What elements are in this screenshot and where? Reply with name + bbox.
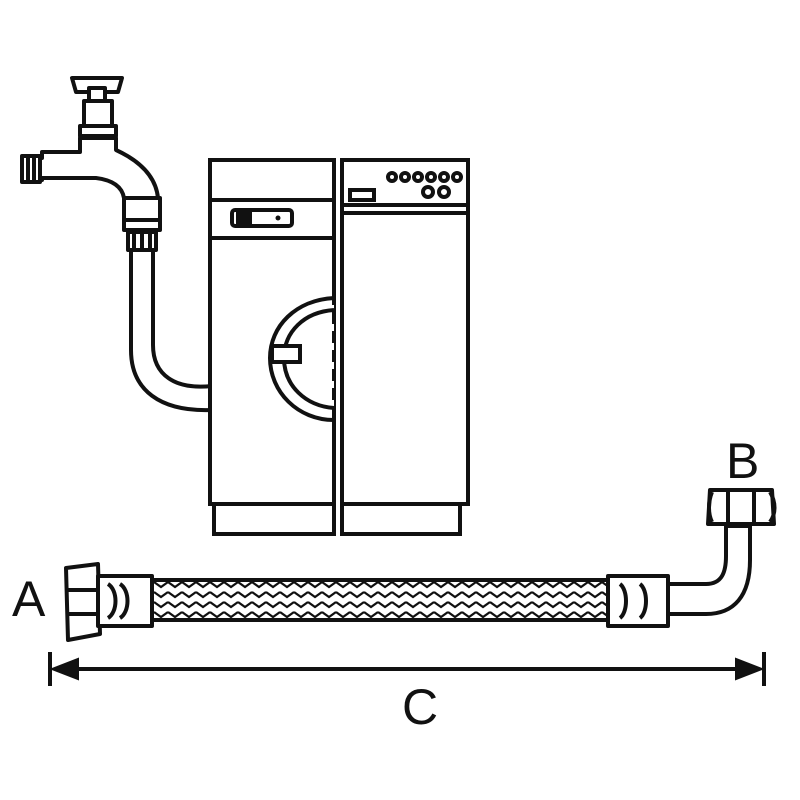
braided-hose-icon — [64, 488, 777, 642]
length-c-label: C — [402, 679, 438, 735]
water-tap-icon — [20, 76, 162, 252]
length-dimension-line — [48, 652, 766, 686]
end-b-label: B — [726, 433, 759, 489]
end-a-label: A — [12, 571, 46, 627]
cutaway-dashed-line — [332, 160, 344, 534]
washing-machine-icon — [208, 158, 470, 536]
inlet-hose — [129, 252, 213, 413]
